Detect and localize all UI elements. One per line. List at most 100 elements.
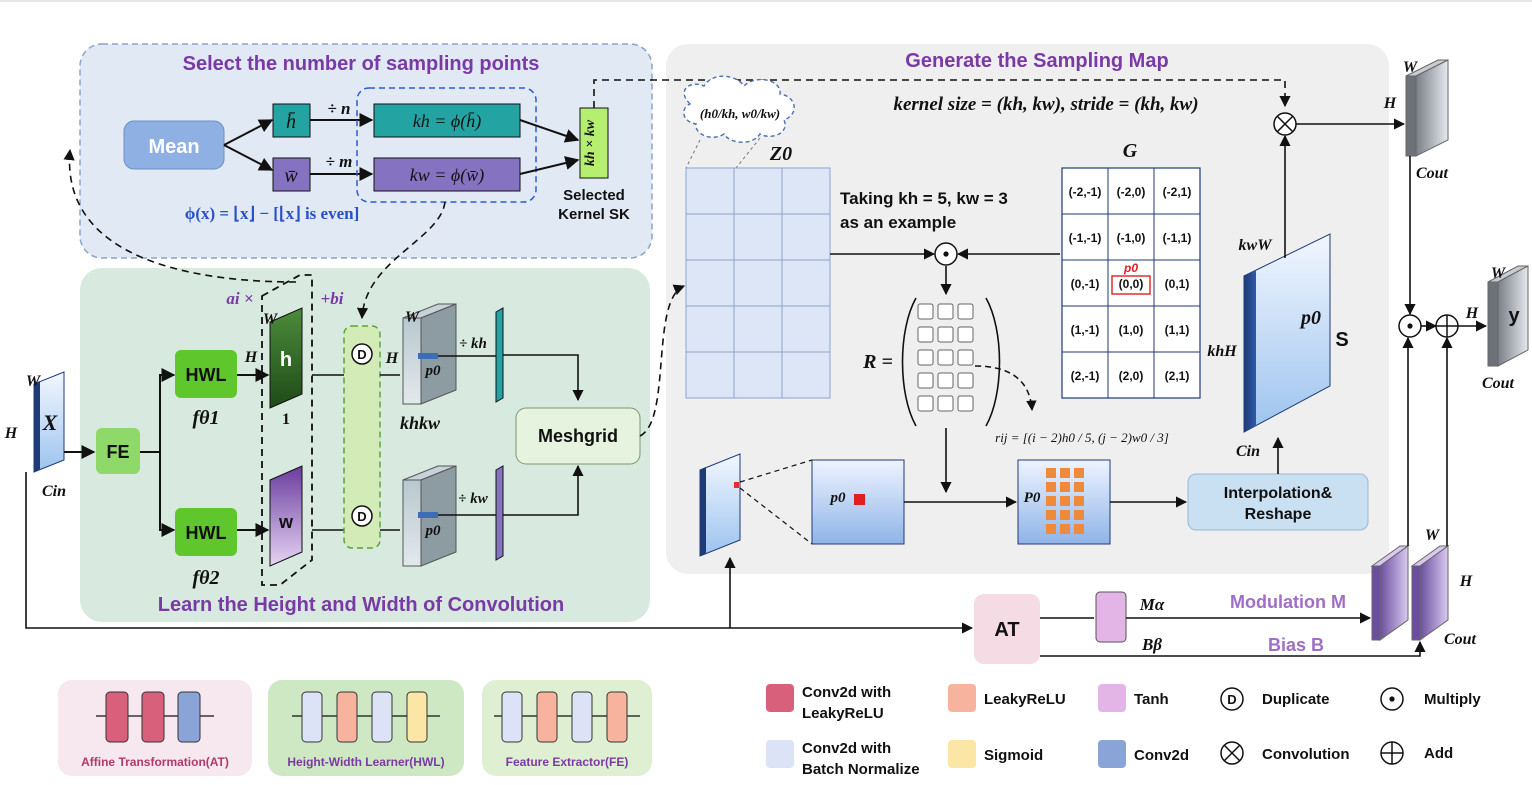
multiply-node-dot [943,251,949,257]
legend-duplicate: Duplicate [1262,691,1330,708]
phi-dashed-group [356,87,537,203]
r-cell [917,303,934,320]
legend-hwl-block-2 [336,691,358,743]
P0-point [1060,468,1070,478]
interp-label-2: Reshape [1245,506,1312,523]
legend-conv-leaky-2: LeakyReLU [802,705,884,722]
div-m-label: ÷ m [326,152,353,171]
g-cell: (1,-1) [1071,323,1100,337]
convolution-node-cross [1276,115,1294,133]
tanh-block [1095,591,1127,643]
r-cell [917,349,934,366]
input-x-side [34,381,40,472]
h-cube-p0: p0 [424,363,442,379]
g-cell: (2,-1) [1071,369,1100,383]
conv-out-W: W [1403,59,1419,76]
bias-block-cout: Cout [1444,631,1477,648]
legend-at-block-2 [141,691,165,743]
r-cell [937,349,954,366]
hw-dashed-group [261,274,313,586]
zoom-line-bottom [739,487,813,545]
thumbnail-point [734,482,739,488]
y-cout-label: Cout [1482,375,1515,392]
fe-box [96,428,140,474]
s-map-p0: p0 [1299,307,1321,329]
kh-bar [495,307,504,403]
phi-definition: ϕ(x) = ⌊x⌋ − [⌊x⌋ is even] [185,204,360,223]
g-label: G [1123,140,1138,162]
P0-sample-points [1046,468,1084,534]
legend-swatch-leaky [948,684,976,712]
input-x-label: X [42,410,59,435]
interp-label-1: Interpolation& [1224,485,1333,502]
w-map-label: w [278,512,294,532]
kh-formula: kh = ϕ(h̄) [413,111,481,132]
legend-hwl-label: Height-Width Learner(HWL) [287,755,444,769]
bi-label: +bi [321,289,344,308]
input-x-w: W [26,373,42,390]
hwl-bottom-label: HWL [186,523,227,543]
r-to-rij-dashed-arrow [974,365,1037,412]
bias-label: Bias B [1268,635,1324,655]
w-cube-p0: p0 [424,523,442,539]
legend-at-label: Affine Transformation(AT) [81,755,229,769]
h-map-label: h [280,349,292,371]
selected-kernel-caption-1: Selected [563,187,625,204]
g-cell: (-1,0) [1117,231,1146,245]
z0-grid [685,167,831,399]
h-map [269,307,303,409]
legend-at-block-1 [105,691,129,743]
legend-swatch-conv-leaky [766,684,794,712]
r-cell [957,326,974,343]
div-kw-label: ÷ kw [458,491,488,507]
P0-point [1074,482,1084,492]
khkw-label: khkw [400,413,441,433]
kw-formula-box [373,157,521,192]
w-cube [402,465,457,567]
p0-zoom-point [854,494,865,505]
P0-point [1046,510,1056,520]
r-cell [937,395,954,412]
r-cell [957,349,974,366]
selected-kernel-box [579,107,609,179]
sk-to-conv-dashed-arrow [593,79,1291,108]
cloud-shape [683,75,795,143]
mean-to-w-arrow [223,144,274,171]
P0-point [1060,524,1070,534]
conv-out-H: H [1383,95,1397,112]
r-cell [937,303,954,320]
legend-convolution: Convolution [1262,746,1349,763]
selected-kernel-label: kh × kw [583,119,598,166]
fe-to-hwl2-arrow [159,452,176,537]
legend-convolution-cross [1223,744,1241,762]
legend-swatch-conv2d [1098,740,1126,768]
P0-point [1046,496,1056,506]
legend-at-block-3 [177,691,201,743]
h-bar-box [272,103,311,138]
r-cell [917,395,934,412]
g-cell: (-1,-1) [1069,231,1102,245]
r-cell [917,326,934,343]
duplicate-column [343,325,381,549]
generate-panel [666,44,1389,574]
r-cell [937,372,954,389]
legend-duplicate-icon [1220,687,1244,711]
y-label: y [1508,305,1520,327]
example-text-1: Taking kh = 5, kw = 3 [840,189,1008,208]
h-map-one: 1 [282,411,290,428]
hwl-top-label: HWL [186,365,227,385]
h-map-H: H [244,349,258,366]
dup-bottom-label: D [357,509,366,524]
cloud-connector-1 [685,139,701,169]
P0-point [1046,524,1056,534]
fe-label: FE [106,442,129,462]
P0-label: P0 [1024,490,1041,506]
kw-to-sk-arrow [519,156,580,175]
conv-out-front [1415,59,1449,157]
r-cell [957,303,974,320]
m-alpha-label: Mα [1139,595,1165,614]
kw-bar [495,465,504,561]
h-map-W: W [263,311,279,328]
rij-formula: rij = [(i − 2)h0 / 5, (j − 2)w0 / 3] [995,430,1169,445]
